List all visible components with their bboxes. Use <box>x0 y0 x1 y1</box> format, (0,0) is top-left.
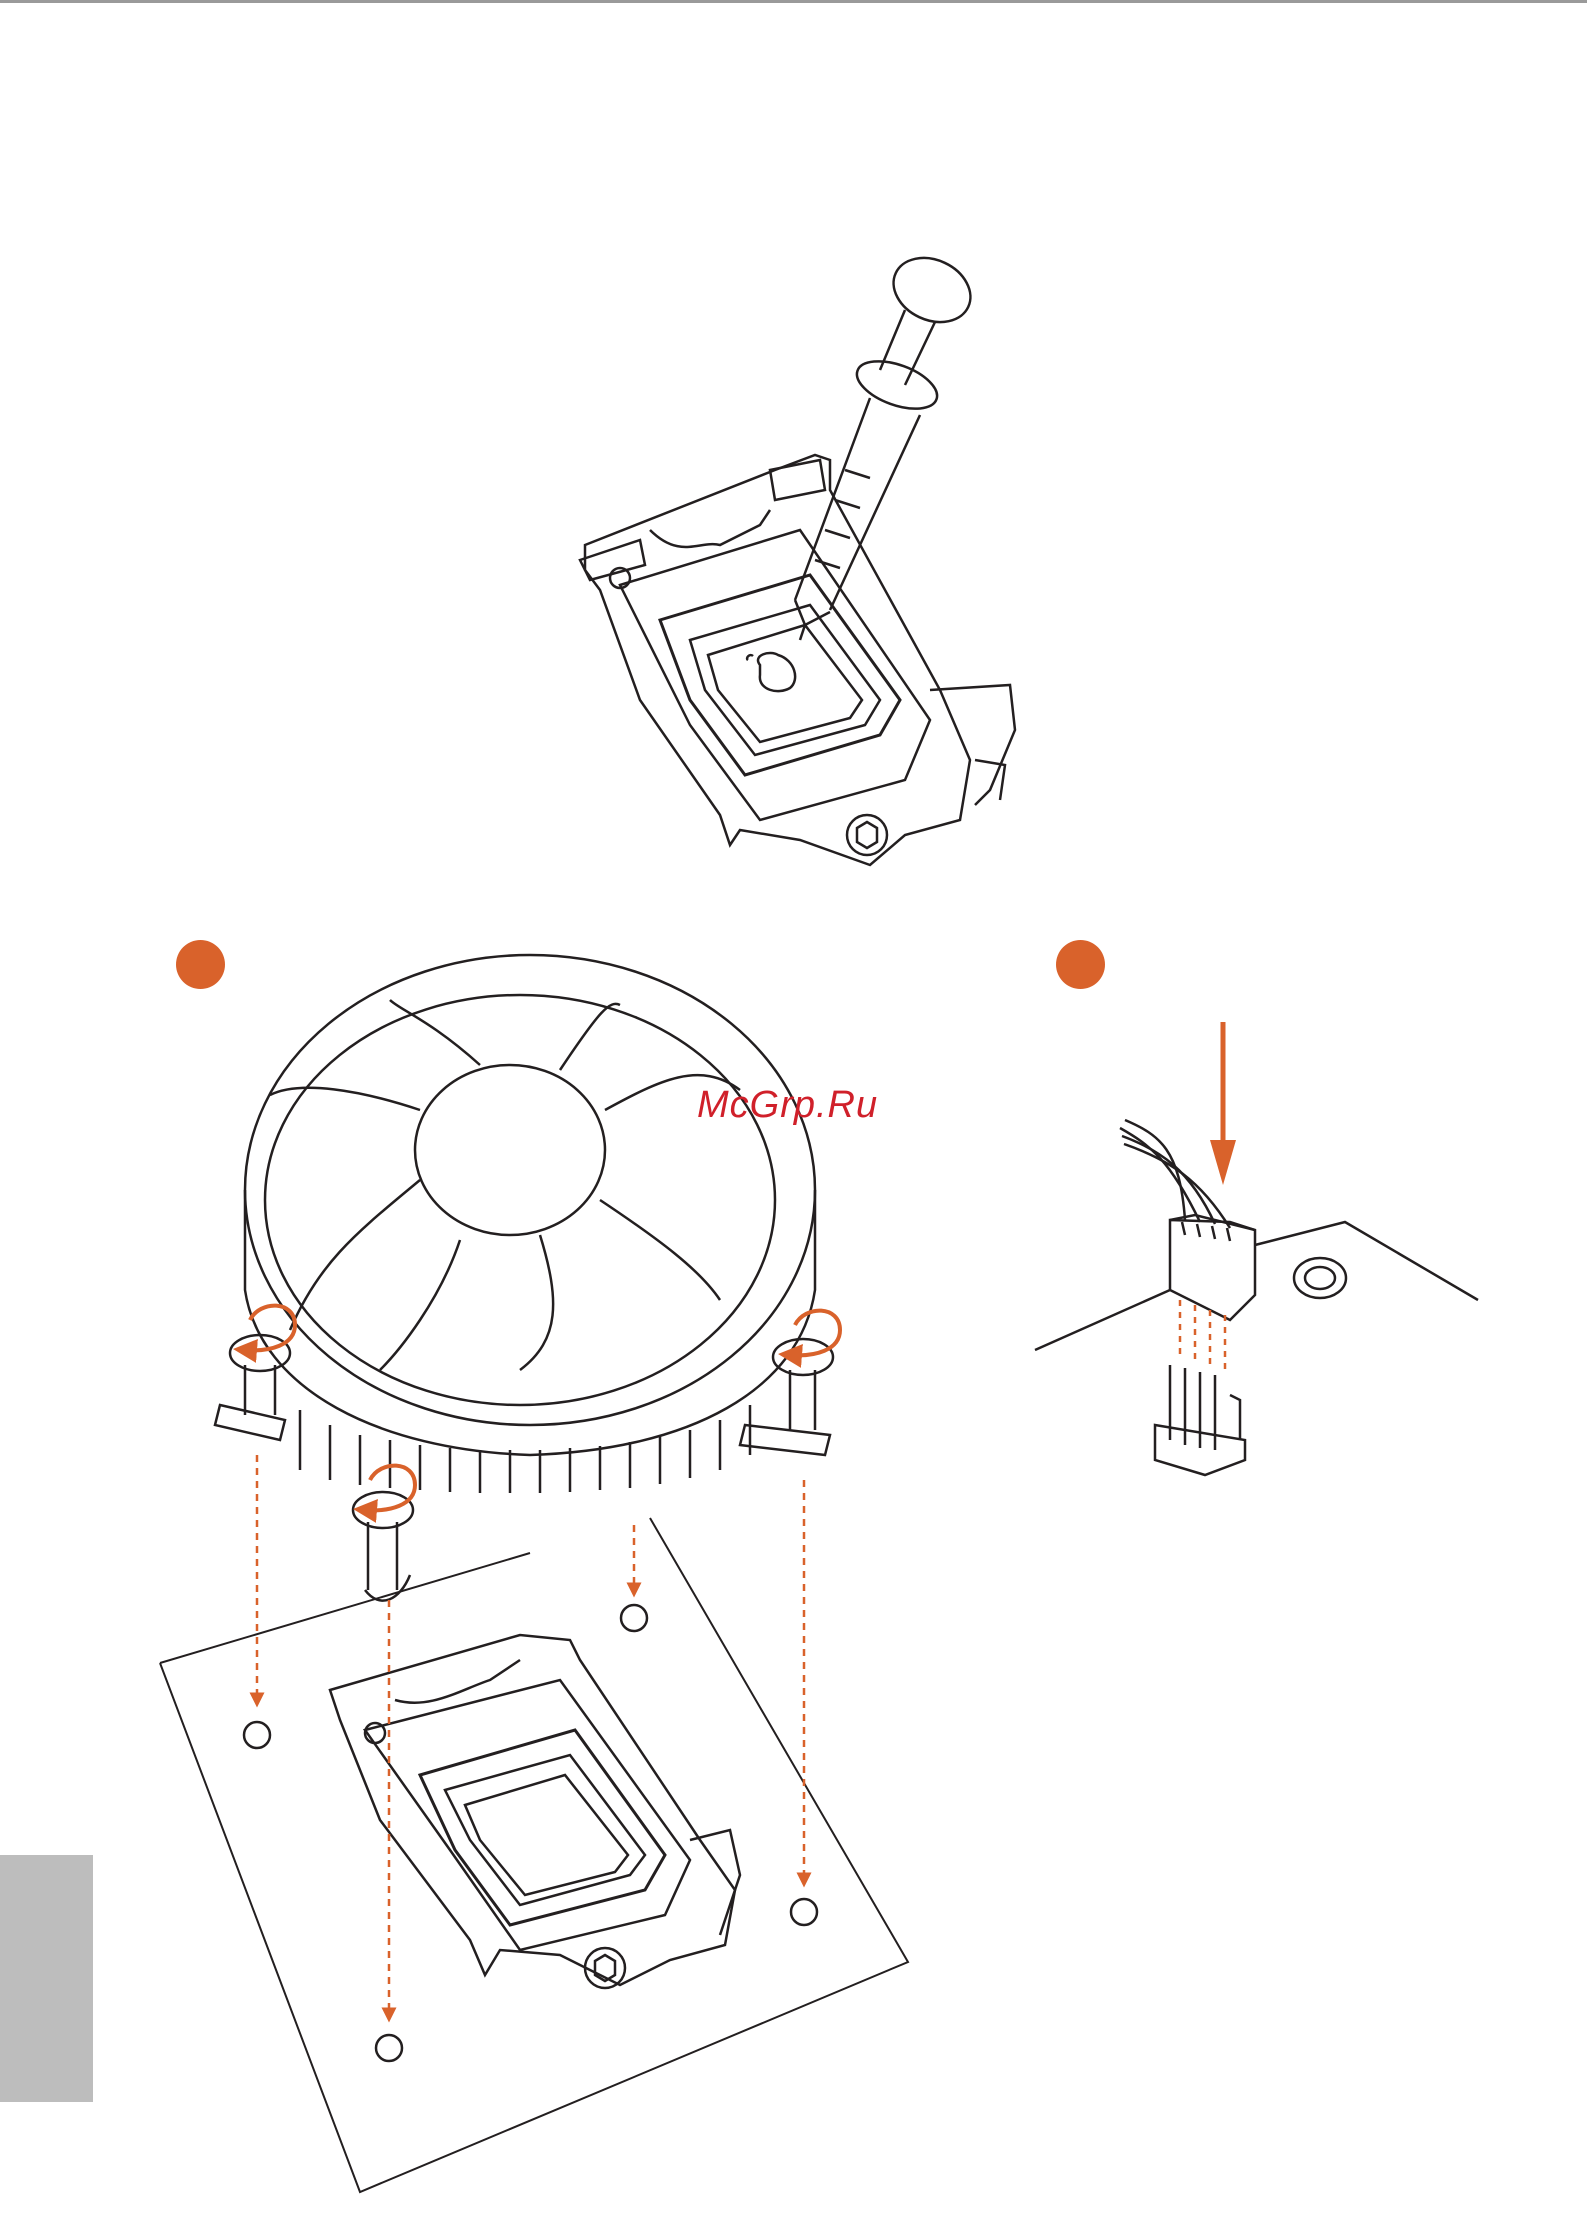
thermal-paste <box>747 653 795 691</box>
insert-arrow-icon <box>1210 1022 1236 1185</box>
watermark: McGrp.Ru <box>697 1084 878 1127</box>
cpu-socket-icon-2 <box>330 1635 740 1988</box>
syringe-icon <box>795 246 981 640</box>
cpu-fan-icon <box>245 955 815 1493</box>
motherboard-outline <box>160 1518 908 2192</box>
connector-guides <box>1180 1300 1225 1372</box>
push-pin-icon <box>215 1335 833 1601</box>
fan-header-icon <box>1035 1120 1478 1475</box>
cpu-socket-icon <box>580 455 1015 865</box>
